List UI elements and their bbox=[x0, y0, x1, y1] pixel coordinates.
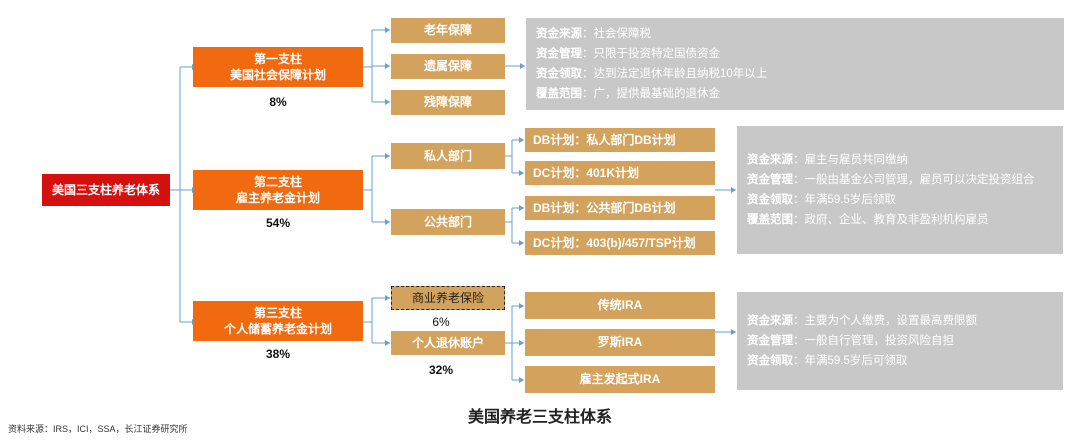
root-label: 美国三支柱养老体系 bbox=[51, 182, 160, 197]
pillar-3-info-panel: 资金来源：主要为个人缴费，设置最高费限额 资金管理：一般自行管理，投资风险自担 … bbox=[737, 292, 1063, 390]
pillar-1-item: 老年保障 bbox=[391, 18, 505, 43]
info-line: 资金管理：只限于投资特定国债资金 bbox=[536, 44, 1054, 64]
info-line: 资金管理：一般由基金公司管理，雇员可以决定投资组合 bbox=[747, 170, 1053, 190]
pillar-3-name: 第三支柱 bbox=[253, 305, 302, 320]
info-key: 资金来源 bbox=[747, 314, 793, 327]
root-node: 美国三支柱养老体系 bbox=[42, 174, 170, 206]
pillar-1-node: 第一支柱 美国社会保障计划 bbox=[193, 47, 363, 87]
info-key: 资金领取 bbox=[747, 194, 793, 206]
pillar-2-sector: 公共部门 bbox=[391, 209, 505, 235]
info-value: ：社会保障税 bbox=[582, 27, 651, 40]
info-key: 资金来源 bbox=[536, 27, 582, 40]
info-value: ：政府、企业、教育及非盈利机构雇员 bbox=[793, 214, 989, 227]
ira-share: 32% bbox=[428, 363, 454, 377]
pillar-1-share: 8% bbox=[269, 95, 287, 109]
info-value: ：广，提供最基础的退休金 bbox=[582, 88, 720, 101]
info-line: 资金来源：雇主与雇员共同缴纳 bbox=[747, 150, 1053, 170]
info-value: ：只限于投资特定国债资金 bbox=[582, 47, 720, 60]
pillar-3-share: 38% bbox=[265, 347, 291, 361]
info-key: 覆盖范围 bbox=[536, 88, 582, 101]
info-key: 资金管理 bbox=[747, 173, 793, 186]
info-value: ：年满59.5岁后可领取 bbox=[793, 355, 908, 368]
pillar-2-share: 54% bbox=[265, 216, 291, 230]
info-value: ：一般自行管理，投资风险自担 bbox=[793, 334, 954, 347]
info-line: 资金来源：社会保障税 bbox=[536, 24, 1054, 44]
pillar-1-item: 遗属保障 bbox=[391, 54, 505, 79]
pillar-2-plan: DB计划：私人部门DB计划 bbox=[525, 128, 715, 152]
info-key: 资金来源 bbox=[747, 153, 793, 166]
info-line: 资金来源：主要为个人缴费，设置最高费限额 bbox=[747, 311, 1053, 331]
pillar-2-node: 第二支柱 雇主养老金计划 bbox=[193, 170, 363, 210]
pillar-2-info-panel: 资金来源：雇主与雇员共同缴纳 资金管理：一般由基金公司管理，雇员可以决定投资组合… bbox=[737, 126, 1063, 254]
pillar-1-item: 残障保障 bbox=[391, 90, 505, 115]
pillar-2-plan: DC计划：401K计划 bbox=[525, 161, 715, 185]
info-line: 覆盖范围：广，提供最基础的退休金 bbox=[536, 84, 1054, 104]
pillar-3-plan: 个人储蓄养老金计划 bbox=[223, 322, 332, 336]
ira-type: 罗斯IRA bbox=[525, 329, 715, 356]
info-value: ：一般由基金公司管理，雇员可以决定投资组合 bbox=[793, 173, 1035, 186]
info-key: 覆盖范围 bbox=[747, 214, 793, 227]
info-value: ：雇主与雇员共同缴纳 bbox=[793, 153, 908, 166]
info-key: 资金领取 bbox=[747, 355, 793, 368]
ira-node: 个人退休账户 bbox=[391, 331, 505, 355]
info-value: ：主要为个人缴费，设置最高费限额 bbox=[793, 314, 977, 327]
pillar-2-name: 第二支柱 bbox=[253, 174, 302, 189]
pillar-2-plan: 雇主养老金计划 bbox=[235, 191, 320, 205]
pillar-2-plan: DC计划：403(b)/457/TSP计划 bbox=[525, 231, 715, 255]
info-value: ：年满59.5岁后领取 bbox=[793, 194, 896, 206]
pillar-2-plan: DB计划：公共部门DB计划 bbox=[525, 196, 715, 220]
commercial-insurance-share: 6% bbox=[432, 315, 450, 329]
info-line: 资金管理：一般自行管理，投资风险自担 bbox=[747, 331, 1053, 351]
info-line: 资金领取：达到法定退休年龄且纳税10年以上 bbox=[536, 64, 1054, 84]
pillar-3-node: 第三支柱 个人储蓄养老金计划 bbox=[193, 301, 363, 341]
pillar-2-sector: 私人部门 bbox=[391, 143, 505, 169]
pillar-1-info-panel: 资金来源：社会保障税 资金管理：只限于投资特定国债资金 资金领取：达到法定退休年… bbox=[526, 18, 1064, 110]
ira-type: 传统IRA bbox=[525, 292, 715, 319]
diagram-caption: 美国养老三支柱体系 bbox=[467, 409, 612, 426]
info-key: 资金管理 bbox=[536, 47, 582, 60]
info-line: 覆盖范围：政府、企业、教育及非盈利机构雇员 bbox=[747, 210, 1053, 230]
pillar-1-plan: 美国社会保障计划 bbox=[229, 68, 326, 82]
info-line: 资金领取：年满59.5岁后领取 bbox=[747, 190, 1053, 210]
pillar-1-name: 第一支柱 bbox=[253, 51, 302, 66]
commercial-insurance-node: 商业养老保险 bbox=[391, 286, 505, 310]
info-line: 资金领取：年满59.5岁后可领取 bbox=[747, 351, 1053, 371]
info-value: ：达到法定退休年龄且纳税10年以上 bbox=[582, 68, 768, 80]
info-key: 资金管理 bbox=[747, 334, 793, 347]
source-note: 资料来源：IRS，ICI，SSA，长江证券研究所 bbox=[8, 424, 188, 434]
info-key: 资金领取 bbox=[536, 68, 582, 80]
ira-type: 雇主发起式IRA bbox=[525, 366, 715, 393]
